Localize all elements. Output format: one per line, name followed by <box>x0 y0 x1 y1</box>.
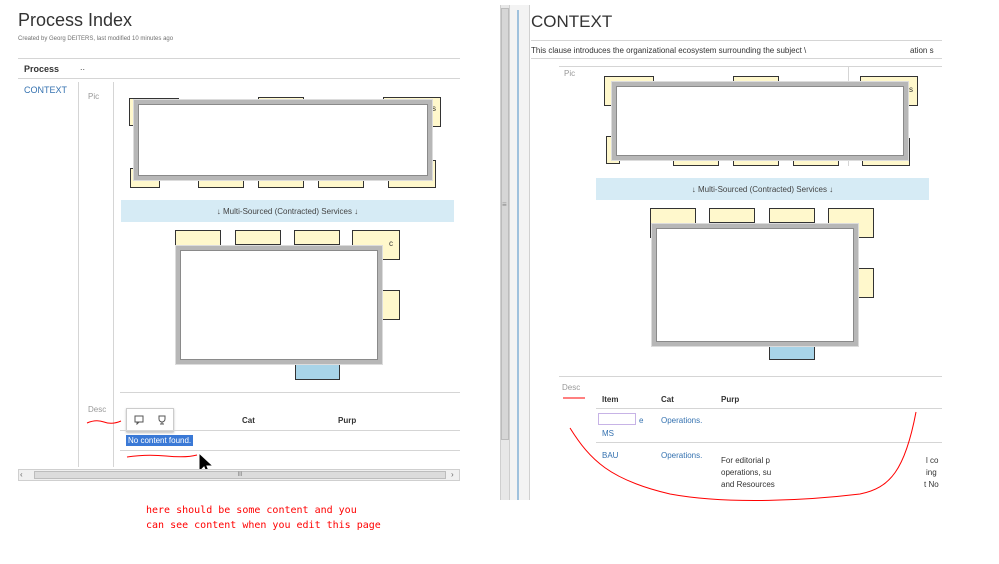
red-underline-annotation <box>126 454 198 458</box>
column-divider <box>113 82 114 467</box>
row-purpose-text: and Resources <box>721 480 775 489</box>
multi-sourced-services-band: ↓ Multi-Sourced (Contracted) Services ↓ <box>121 200 454 222</box>
scroll-right-arrow[interactable]: › <box>451 470 454 479</box>
red-circle-annotation <box>569 411 917 502</box>
diagram-box <box>235 230 281 245</box>
page-metadata: Created by Georg DEITERS, last modified … <box>18 36 174 42</box>
divider <box>596 442 942 443</box>
process-header-ellipsis: .. <box>80 62 86 72</box>
process-column-header: Process <box>24 64 60 74</box>
divider <box>559 376 942 377</box>
diagram-box <box>769 208 815 223</box>
divider <box>559 66 942 67</box>
table-header-cat: Cat <box>242 416 255 425</box>
diagram-box-highlighted <box>769 346 815 360</box>
divider <box>18 78 460 79</box>
page-title-preview: CONTEXT <box>531 12 613 31</box>
splitter-accent <box>517 10 519 500</box>
scrollbar-thumb[interactable] <box>501 8 509 440</box>
pane-splitter[interactable] <box>510 5 530 500</box>
clause-text-tail: ation s <box>910 46 934 55</box>
table-header-purp: Purp <box>338 416 357 425</box>
divider <box>120 392 460 393</box>
red-underline-annotation <box>86 420 122 424</box>
splitter-grip-icon[interactable]: ≡ <box>502 200 507 209</box>
row-item-link[interactable]: BAU <box>602 451 619 460</box>
row-tail-text: t No <box>924 480 939 489</box>
row-cat-link[interactable]: Operations. <box>661 416 703 425</box>
table-header-item: Item <box>602 395 619 404</box>
diagram-box <box>709 208 755 223</box>
scroll-left-arrow[interactable]: ‹ <box>20 470 23 479</box>
table-header-cat: Cat <box>661 395 674 404</box>
context-link[interactable]: CONTEXT <box>24 85 68 95</box>
annotation-note: can see content when you edit this page <box>146 520 381 531</box>
divider <box>120 450 460 451</box>
row-purpose-text: For editorial p <box>721 456 770 465</box>
row-action-toolbar <box>126 408 174 432</box>
diagram-box <box>294 230 340 245</box>
row-tail-text: l co <box>926 456 939 465</box>
divider <box>120 430 460 431</box>
table-row-item-input[interactable] <box>598 413 636 425</box>
comment-icon[interactable] <box>134 415 144 425</box>
divider <box>18 58 460 59</box>
divider <box>596 408 942 409</box>
red-underline-annotation <box>563 397 585 399</box>
multi-sourced-services-band: ↓ Multi-Sourced (Contracted) Services ↓ <box>596 178 929 200</box>
hover-popup <box>176 246 382 364</box>
table-header-purp: Purp <box>721 395 740 404</box>
row-cat-link[interactable]: Operations. <box>661 451 703 460</box>
divider <box>531 40 942 41</box>
hover-popup <box>652 224 858 346</box>
column-divider <box>78 82 79 467</box>
annotation-note: here should be some content and you <box>146 505 357 516</box>
scrollbar-thumb[interactable]: III <box>34 471 446 479</box>
row-item-suffix[interactable]: e <box>639 416 644 425</box>
pic-label: Pic <box>564 69 576 78</box>
page-title: Process Index <box>18 10 133 30</box>
desc-label: Desc <box>88 405 107 414</box>
hover-popup <box>134 100 432 180</box>
row-purpose-text: operations, su <box>721 468 772 477</box>
pic-label: Pic <box>88 92 100 101</box>
row-tail-text: ing <box>926 468 937 477</box>
divider <box>531 58 942 59</box>
trophy-icon[interactable] <box>157 415 167 425</box>
clause-text: This clause introduces the organizationa… <box>531 46 807 55</box>
desc-label: Desc <box>562 383 581 392</box>
row-item-link[interactable]: MS <box>602 429 614 438</box>
no-content-message: No content found. <box>126 435 194 446</box>
hover-popup <box>612 82 908 160</box>
diagram-box-highlighted <box>295 362 340 380</box>
